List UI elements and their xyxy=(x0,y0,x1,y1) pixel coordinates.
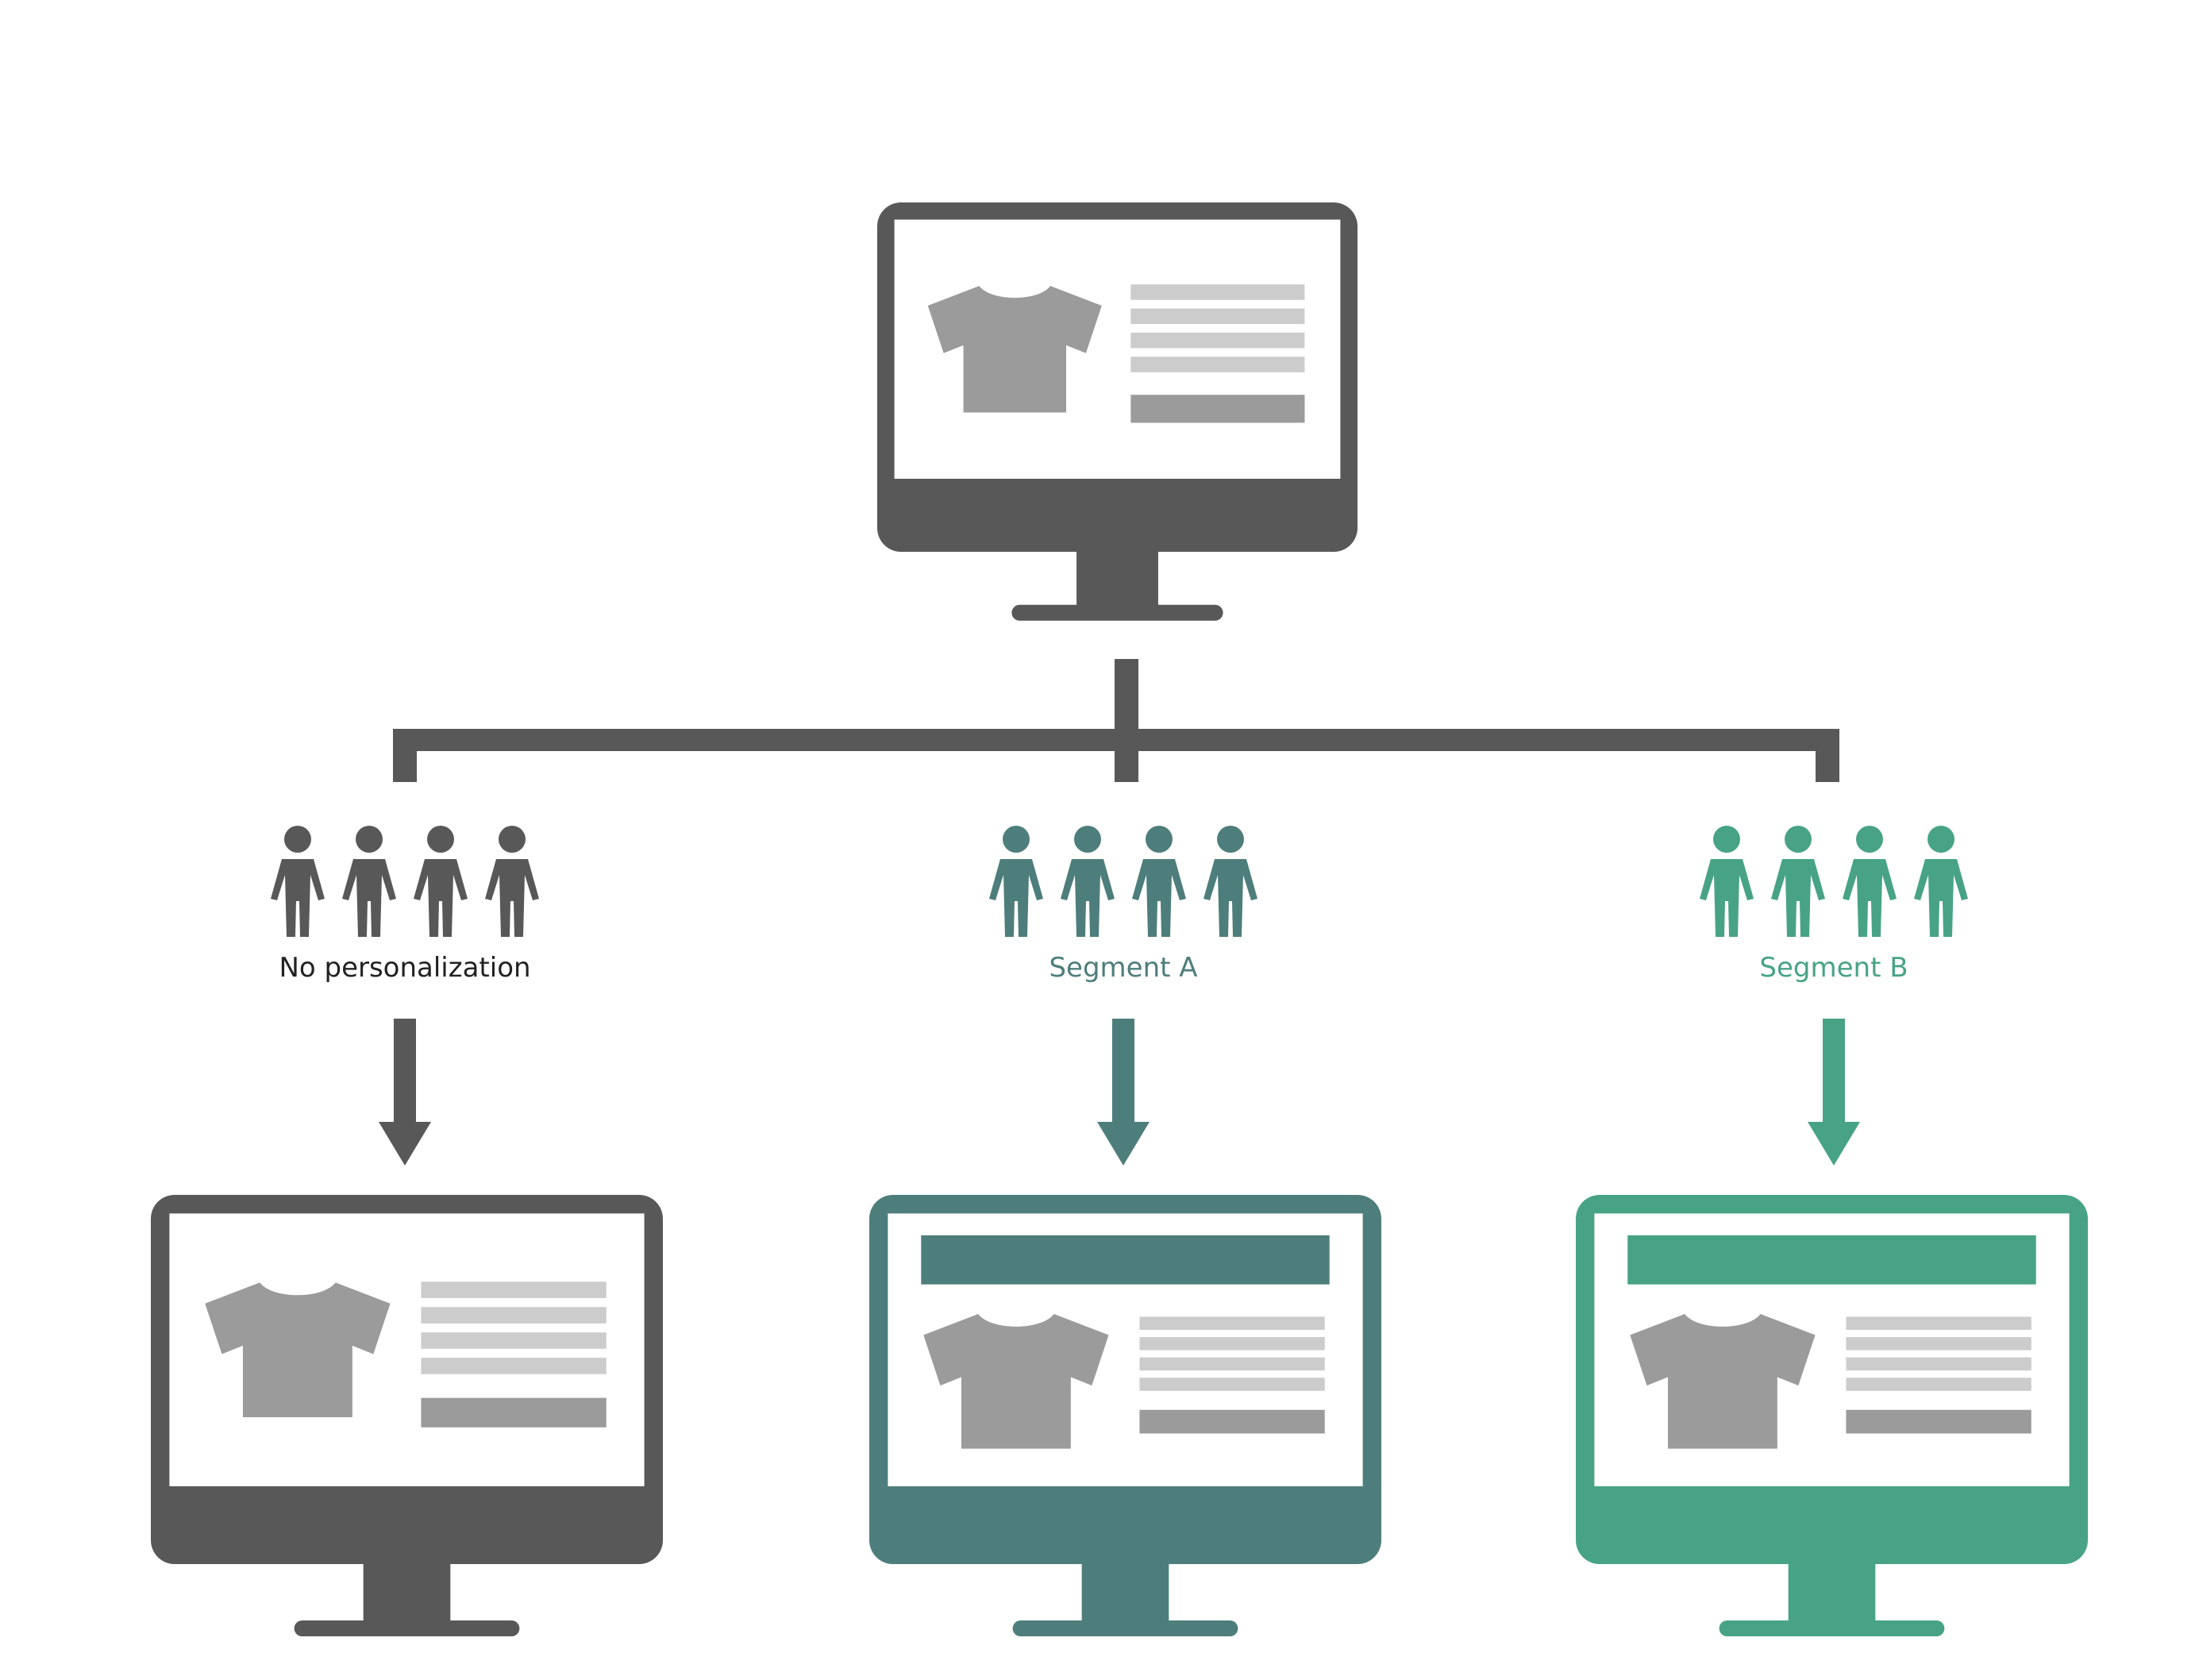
tshirt-icon xyxy=(205,1282,391,1418)
person-icon xyxy=(271,826,325,937)
arrow-head xyxy=(1808,1122,1860,1166)
desktop-monitor-icon xyxy=(151,1195,663,1637)
text-line xyxy=(1139,1378,1325,1391)
monitor-base xyxy=(294,1620,520,1637)
tshirt-icon xyxy=(923,1313,1109,1449)
monitor-screen xyxy=(169,1213,645,1486)
tshirt-icon xyxy=(1630,1313,1816,1449)
arrow-shaft xyxy=(394,1019,416,1126)
person-icon xyxy=(1914,826,1968,937)
split-drop-right xyxy=(1816,729,1839,782)
text-line xyxy=(1846,1337,2031,1351)
arrow-shaft xyxy=(1112,1019,1134,1126)
text-line xyxy=(1130,332,1305,349)
button-bar xyxy=(1130,395,1305,423)
personalized-banner xyxy=(1627,1235,2036,1285)
person-icon xyxy=(1061,826,1115,937)
people-group xyxy=(271,826,539,937)
source-monitor xyxy=(877,202,1358,621)
tshirt-icon xyxy=(927,286,1102,413)
text-line xyxy=(1139,1337,1325,1351)
arrow-head xyxy=(1097,1122,1150,1166)
text-line xyxy=(1846,1357,2031,1371)
desktop-monitor-icon xyxy=(877,202,1358,621)
split-connector xyxy=(393,659,1839,782)
result-monitor xyxy=(151,1195,663,1637)
desktop-monitor-icon xyxy=(1576,1195,2088,1637)
person-icon xyxy=(1132,826,1186,937)
monitor-stand xyxy=(363,1562,451,1626)
monitor-base xyxy=(1719,1620,1945,1637)
personalized-banner xyxy=(921,1235,1330,1285)
monitor-base xyxy=(1012,1620,1238,1637)
text-line xyxy=(421,1281,607,1298)
people-group xyxy=(1700,826,1968,937)
split-bar xyxy=(393,729,1839,751)
monitor-stand xyxy=(1788,1562,1876,1626)
result-monitor xyxy=(1576,1195,2088,1637)
branch-label: No personalization xyxy=(279,952,530,984)
people-group xyxy=(989,826,1257,937)
down-arrow-icon xyxy=(379,1019,431,1166)
person-icon xyxy=(1203,826,1257,937)
person-icon xyxy=(1771,826,1825,937)
branch-segment-b: Segment B xyxy=(1576,826,2088,1637)
person-icon xyxy=(1843,826,1897,937)
down-arrow-icon xyxy=(1097,1019,1150,1166)
monitor-stand xyxy=(1076,550,1158,610)
person-icon xyxy=(1700,826,1754,937)
button-bar xyxy=(421,1397,607,1428)
text-line xyxy=(1846,1378,2031,1391)
text-line xyxy=(421,1307,607,1324)
text-line xyxy=(1130,308,1305,325)
person-icon xyxy=(989,826,1043,937)
desktop-monitor-icon xyxy=(869,1195,1381,1637)
button-bar xyxy=(1846,1409,2031,1434)
text-line xyxy=(1130,284,1305,300)
person-icon xyxy=(414,826,468,937)
text-line xyxy=(1130,356,1305,372)
result-monitor xyxy=(869,1195,1381,1637)
down-arrow-icon xyxy=(1808,1019,1860,1166)
text-line xyxy=(421,1332,607,1349)
branch-label: Segment B xyxy=(1759,952,1908,984)
person-icon xyxy=(342,826,396,937)
split-drop-left xyxy=(393,729,417,782)
monitor-screen xyxy=(894,219,1341,479)
text-line xyxy=(421,1358,607,1374)
monitor-stand xyxy=(1081,1562,1169,1626)
branch-segment-a: Segment A xyxy=(869,826,1381,1637)
split-stem xyxy=(1115,659,1138,782)
person-icon xyxy=(485,826,539,937)
text-line xyxy=(1846,1316,2031,1330)
text-line xyxy=(1139,1316,1325,1330)
button-bar xyxy=(1139,1409,1325,1434)
branch-no-personalization: No personalization xyxy=(151,826,663,1637)
monitor-base xyxy=(1011,604,1223,621)
text-line xyxy=(1139,1357,1325,1371)
branch-label: Segment A xyxy=(1049,952,1197,984)
arrow-head xyxy=(379,1122,431,1166)
arrow-shaft xyxy=(1823,1019,1845,1126)
